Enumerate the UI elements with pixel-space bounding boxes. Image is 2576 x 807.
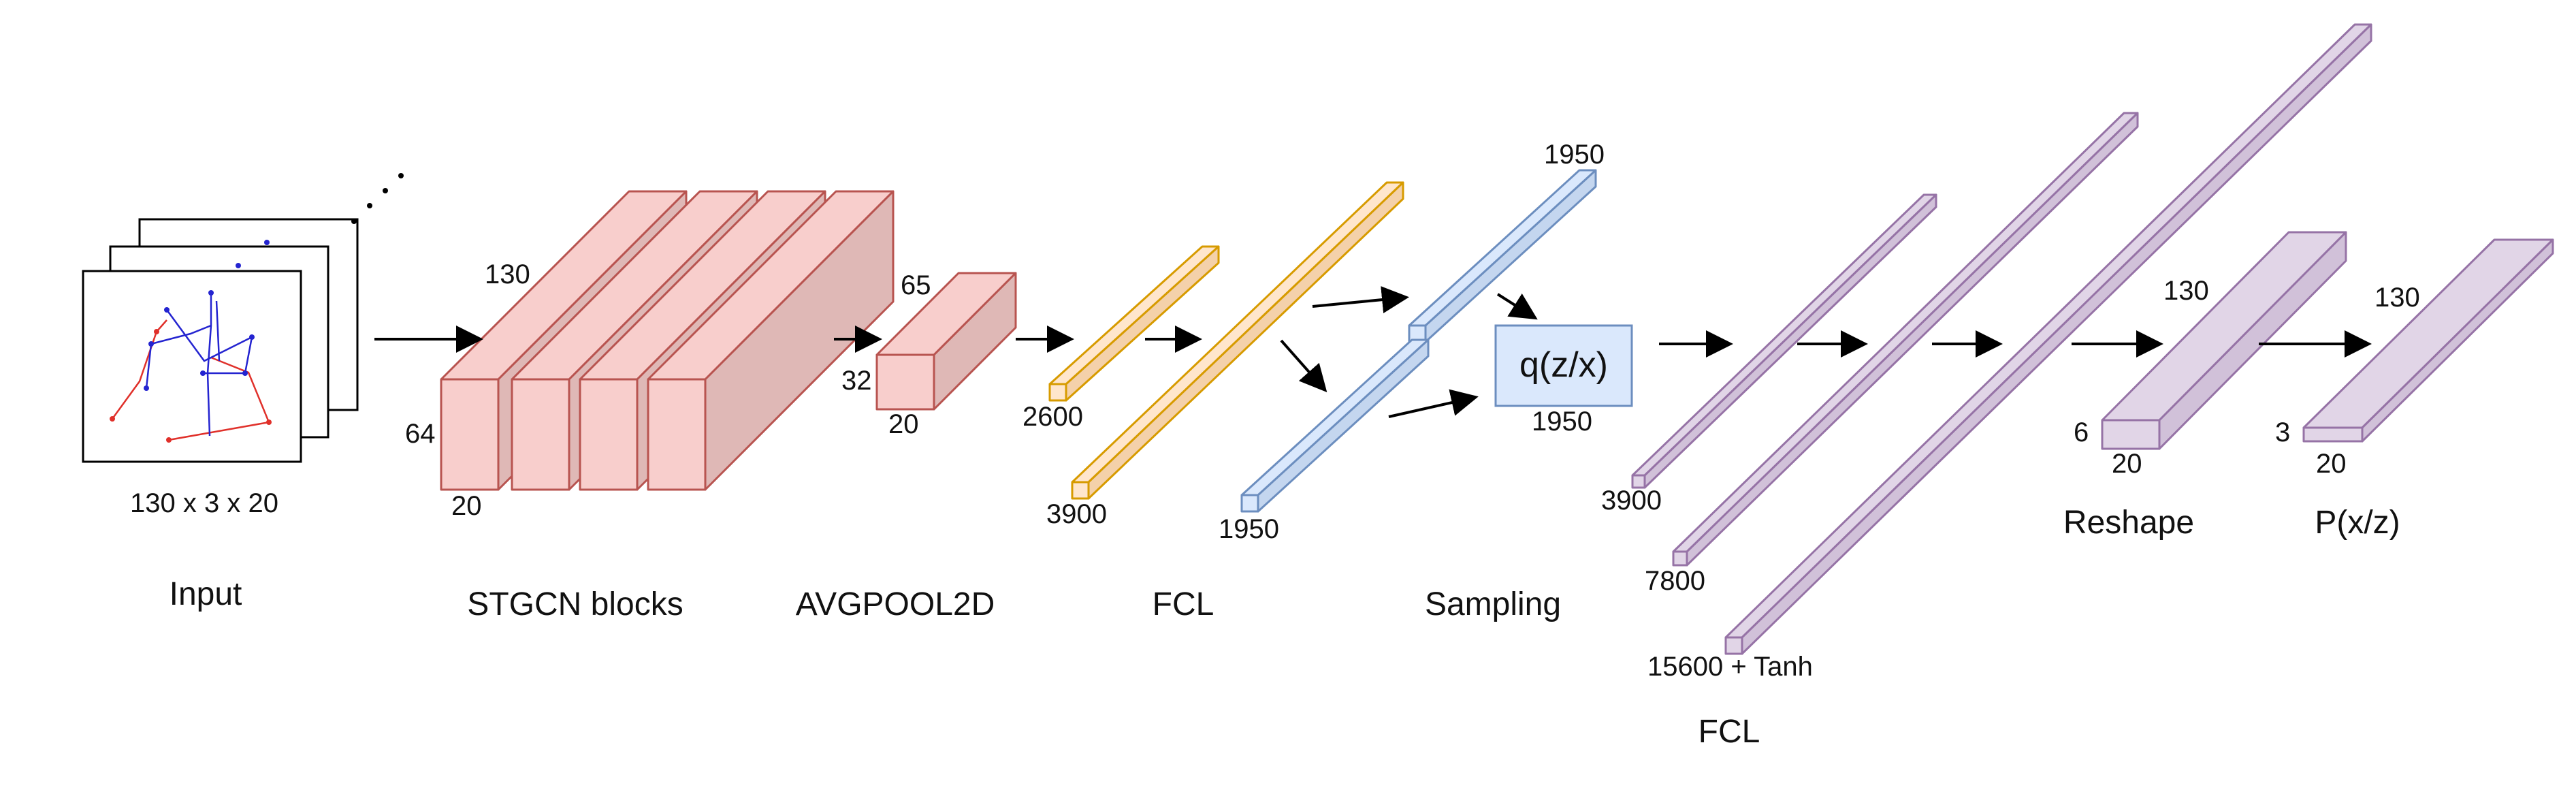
latent-bar-bottom-side — [1257, 338, 1430, 513]
output-block — [2302, 238, 2554, 443]
input-frames — [82, 173, 404, 463]
fcl2-bar-7800-front — [1672, 550, 1688, 567]
output-prism-front — [2302, 426, 2364, 443]
output-label-20: 20 — [2316, 449, 2347, 479]
reshape-label-20: 20 — [2112, 449, 2142, 479]
stgcn-blocks — [440, 190, 895, 491]
reshape-prism-front — [2101, 419, 2161, 450]
sampling-caption: Sampling — [1425, 586, 1561, 622]
skeleton-blue-arm-left — [145, 324, 212, 389]
sampling-label-1950: 1950 — [1532, 407, 1592, 437]
fcl1-bar-3900-front — [1071, 481, 1090, 500]
skeleton-blue-head — [215, 300, 221, 362]
reshape-label-130: 130 — [2163, 276, 2209, 306]
skeleton-red-legs — [168, 356, 270, 441]
fcl2-label-3900: 3900 — [1601, 486, 1662, 516]
fcl1-bar-2600-top — [1048, 245, 1220, 385]
avgpool-label-20: 20 — [888, 409, 919, 439]
fcl-decoder-bars — [1631, 23, 2372, 655]
latent-bars — [1240, 169, 1597, 513]
avgpool-cube — [875, 272, 1017, 411]
avgpool-cube-front — [875, 353, 935, 411]
stgcn-label-20: 20 — [451, 491, 482, 521]
skeleton-red-limbs — [111, 319, 167, 420]
input-caption: Input — [170, 576, 242, 612]
fcl2-label-7800: 7800 — [1645, 566, 1705, 596]
latent-label-top: 1950 — [1544, 140, 1605, 170]
reshape-label-6: 6 — [2074, 417, 2089, 447]
fcl2-bar-15600-front — [1724, 636, 1743, 655]
latent-bar-bottom — [1240, 338, 1430, 513]
skeleton-blue-spine — [206, 293, 212, 437]
output-caption: P(x/z) — [2315, 505, 2400, 541]
fcl1-caption: FCL — [1153, 586, 1214, 622]
stgcn-label-64: 64 — [405, 419, 436, 449]
fcl-encoder-bars — [1048, 181, 1404, 500]
more-frames-ellipsis — [351, 173, 404, 224]
latent-bar-top-top — [1408, 169, 1597, 327]
arrow-to-latent-bottom — [1280, 339, 1327, 392]
fcl1-bar-2600 — [1048, 245, 1220, 402]
fcl1-bar-2600-front — [1048, 383, 1067, 402]
output-label-3: 3 — [2275, 417, 2290, 447]
fcl2-caption: FCL — [1698, 714, 1760, 750]
fcl1-bar-3900 — [1071, 181, 1404, 500]
output-prism — [2302, 238, 2554, 443]
latent-bar-top — [1408, 169, 1597, 343]
arrow-latent-top-to-sampling — [1496, 293, 1538, 320]
stgcn-block-4-front — [647, 378, 707, 491]
stgcn-caption: STGCN blocks — [467, 586, 683, 622]
latent-bar-top-side — [1424, 169, 1597, 343]
output-label-130: 130 — [2374, 283, 2420, 313]
fcl2-bar-3900 — [1631, 193, 1937, 489]
fcl2-bar-3900-front — [1631, 474, 1646, 489]
arrow-to-latent-top — [1312, 286, 1409, 313]
fcl2-bar-15600-side — [1741, 23, 2372, 655]
sampling-box-text: q(z/x) — [1519, 345, 1608, 385]
stgcn-block-1-front — [440, 378, 500, 491]
stgcn-label-130: 130 — [485, 259, 530, 289]
fcl2-bar-7800 — [1672, 112, 2139, 567]
skeleton-joints — [110, 240, 272, 443]
flow-arrows — [374, 286, 2372, 418]
avgpool-caption: AVGPOOL2D — [796, 586, 995, 622]
avgpool-block — [875, 272, 1017, 411]
latent-bar-bottom-top — [1240, 338, 1430, 496]
stgcn-block-2-front — [511, 378, 570, 491]
fcl1-bar-3900-side — [1087, 181, 1404, 500]
stgcn-block-3-front — [579, 378, 639, 491]
input-frame-front — [82, 270, 302, 463]
fcl2-bar-15600 — [1724, 23, 2372, 655]
latent-bar-bottom-front — [1240, 494, 1259, 513]
fcl1-label-2600: 2600 — [1023, 402, 1083, 432]
fcl2-label-15600: 15600 + Tanh — [1647, 652, 1813, 682]
skeleton-figure — [110, 240, 272, 443]
avgpool-label-32: 32 — [841, 366, 872, 396]
reshape-block — [2101, 231, 2347, 450]
stgcn-block-4 — [647, 190, 895, 491]
sampling-box — [1494, 324, 1633, 407]
avgpool-label-65: 65 — [901, 270, 931, 300]
reshape-caption: Reshape — [2063, 505, 2194, 541]
input-dims-label: 130 x 3 x 20 — [130, 488, 278, 518]
reshape-prism — [2101, 231, 2347, 450]
fcl2-bar-3900-top — [1631, 193, 1937, 477]
output-prism-top — [2302, 238, 2554, 429]
latent-label-bottom: 1950 — [1219, 514, 1279, 544]
fcl1-label-3900: 3900 — [1046, 499, 1107, 529]
arrow-latent-bottom-to-sampling — [1388, 389, 1479, 418]
fcl2-bar-7800-side — [1686, 112, 2139, 567]
